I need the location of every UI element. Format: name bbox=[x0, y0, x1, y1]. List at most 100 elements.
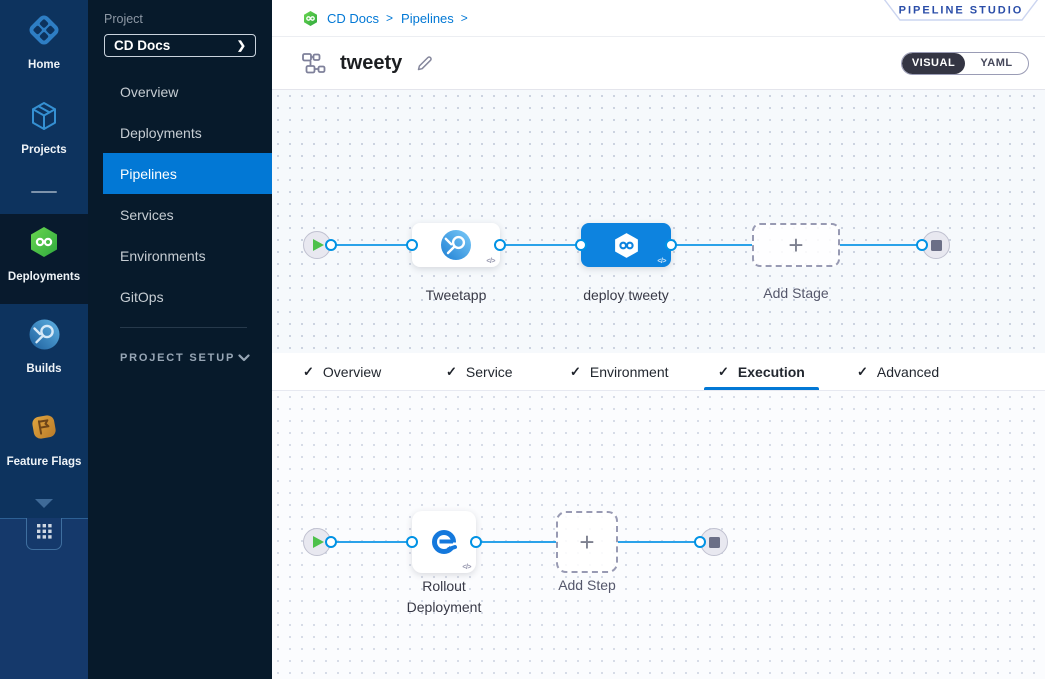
rolling-deployment-icon bbox=[429, 527, 459, 557]
rail-expand-chevron[interactable] bbox=[0, 488, 88, 518]
project-sidebar: Project CD Docs ❯ Overview Deployments P… bbox=[88, 0, 272, 679]
rail-item-deployments[interactable]: Deployments bbox=[0, 214, 88, 304]
view-toggle: VISUAL YAML bbox=[901, 51, 1029, 75]
module-grid-button[interactable] bbox=[26, 518, 62, 550]
edge bbox=[671, 244, 752, 246]
rail-label: Projects bbox=[21, 144, 67, 156]
tab-label: Execution bbox=[737, 363, 805, 380]
connector-port[interactable] bbox=[406, 536, 418, 548]
stop-icon bbox=[708, 536, 720, 548]
home-icon bbox=[27, 13, 61, 52]
step-node-rollout-deployment[interactable]: </> bbox=[412, 511, 476, 573]
deploy-stage-icon bbox=[612, 231, 641, 260]
play-icon bbox=[312, 536, 324, 548]
code-icon[interactable]: </> bbox=[486, 258, 495, 265]
project-label: Project bbox=[104, 12, 143, 26]
edge bbox=[840, 244, 922, 246]
edge bbox=[476, 541, 556, 543]
code-icon[interactable]: </> bbox=[462, 564, 471, 571]
stop-icon bbox=[930, 239, 942, 251]
sidebar-item-services[interactable]: Services bbox=[120, 206, 174, 223]
connector-port[interactable] bbox=[325, 239, 337, 251]
sidebar-item-overview[interactable]: Overview bbox=[120, 83, 179, 100]
check-icon: ✓ bbox=[857, 363, 868, 379]
chevron-right-icon: ❯ bbox=[236, 40, 246, 52]
stage-canvas[interactable]: </> </> + bbox=[272, 90, 1045, 353]
connector-port[interactable] bbox=[494, 239, 506, 251]
edit-pipeline-name-button[interactable] bbox=[416, 55, 433, 72]
add-step-button[interactable]: + bbox=[556, 511, 618, 573]
tab-advanced[interactable]: ✓ Advanced bbox=[857, 353, 939, 390]
connector-port[interactable] bbox=[694, 536, 706, 548]
plus-icon: + bbox=[788, 230, 804, 260]
pipeline-title-bar: tweety VISUAL YAML bbox=[272, 37, 1045, 90]
connector-port[interactable] bbox=[665, 239, 677, 251]
check-icon: ✓ bbox=[570, 363, 581, 379]
pipeline-graph-icon bbox=[302, 52, 328, 74]
build-stage-icon bbox=[440, 229, 472, 261]
rail-item-home[interactable]: Home bbox=[0, 0, 88, 84]
breadcrumb-pipelines-link[interactable]: Pipelines bbox=[401, 10, 454, 26]
check-icon: ✓ bbox=[303, 363, 314, 379]
yaml-toggle-button[interactable]: YAML bbox=[980, 57, 1013, 69]
cd-module-icon bbox=[302, 10, 319, 27]
project-selector[interactable]: CD Docs ❯ bbox=[104, 34, 256, 57]
sidebar-nav: Overview Deployments Pipelines Services … bbox=[88, 71, 272, 317]
sidebar-item-environments[interactable]: Environments bbox=[120, 247, 206, 264]
stage-config-tabs: ✓ Overview ✓ Service ✓ Environment ✓ Exe… bbox=[272, 353, 1045, 391]
pipeline-studio-badge: PIPELINE STUDIO bbox=[883, 0, 1039, 26]
connector-port[interactable] bbox=[470, 536, 482, 548]
visual-toggle-button[interactable]: VISUAL bbox=[902, 52, 965, 74]
tab-overview[interactable]: ✓ Overview bbox=[303, 353, 381, 390]
rail-item-builds[interactable]: Builds bbox=[0, 304, 88, 396]
chevron-down-icon bbox=[35, 498, 53, 508]
pipeline-end-node[interactable] bbox=[922, 231, 950, 259]
play-icon bbox=[312, 239, 324, 251]
tab-service[interactable]: ✓ Service bbox=[446, 353, 513, 390]
code-icon[interactable]: </> bbox=[657, 258, 666, 265]
rail-item-feature-flags[interactable]: Feature Flags bbox=[0, 396, 88, 488]
check-icon: ✓ bbox=[718, 363, 729, 379]
deployments-cd-icon bbox=[27, 225, 61, 264]
sidebar-item-deployments[interactable]: Deployments bbox=[120, 124, 202, 141]
connector-port[interactable] bbox=[325, 536, 337, 548]
connector-port[interactable] bbox=[406, 239, 418, 251]
project-setup-toggle[interactable]: PROJECT SETUP bbox=[88, 349, 272, 367]
tab-environment[interactable]: ✓ Environment bbox=[570, 353, 669, 390]
tab-label: Environment bbox=[589, 363, 669, 380]
pipeline-studio-badge-text: PIPELINE STUDIO bbox=[899, 5, 1024, 17]
connector-port[interactable] bbox=[916, 239, 928, 251]
rail-label: Feature Flags bbox=[6, 456, 82, 468]
step-label: Rollout Deployment bbox=[406, 578, 482, 615]
sidebar-item-gitops[interactable]: GitOps bbox=[120, 288, 164, 305]
grid-icon bbox=[36, 523, 52, 544]
stage-node-tweetapp[interactable]: </> bbox=[412, 223, 500, 267]
rail-item-projects[interactable]: Projects bbox=[0, 84, 88, 170]
rail-label: Builds bbox=[26, 363, 62, 375]
module-rail: Home Projects Deployme bbox=[0, 0, 88, 679]
add-stage-label: Add Stage bbox=[763, 285, 829, 301]
rail-divider bbox=[0, 170, 88, 214]
builds-ci-icon bbox=[28, 318, 61, 356]
rail-label: Deployments bbox=[7, 271, 81, 283]
edge bbox=[331, 244, 412, 246]
add-stage-button[interactable]: + bbox=[752, 223, 840, 267]
breadcrumb-separator: > bbox=[386, 11, 394, 25]
sidebar-item-pipelines[interactable]: Pipelines bbox=[103, 153, 272, 194]
project-selector-value: CD Docs bbox=[114, 38, 171, 53]
plus-icon: + bbox=[579, 527, 595, 557]
breadcrumb-project-link[interactable]: CD Docs bbox=[327, 10, 380, 26]
tab-label: Advanced bbox=[876, 363, 940, 380]
tab-execution[interactable]: ✓ Execution bbox=[704, 353, 819, 390]
edge bbox=[618, 541, 700, 543]
execution-canvas[interactable]: </> + Rollout Deployment Add Step bbox=[272, 391, 1045, 679]
rail-bottom-dock bbox=[0, 518, 88, 679]
connector-port[interactable] bbox=[575, 239, 587, 251]
stage-label: deploy tweety bbox=[583, 287, 669, 303]
feature-flags-icon bbox=[27, 410, 61, 449]
stage-node-deploy-tweety[interactable]: </> bbox=[581, 223, 671, 267]
edge bbox=[331, 541, 412, 543]
pipeline-name: tweety bbox=[340, 51, 403, 74]
check-icon: ✓ bbox=[446, 363, 457, 379]
